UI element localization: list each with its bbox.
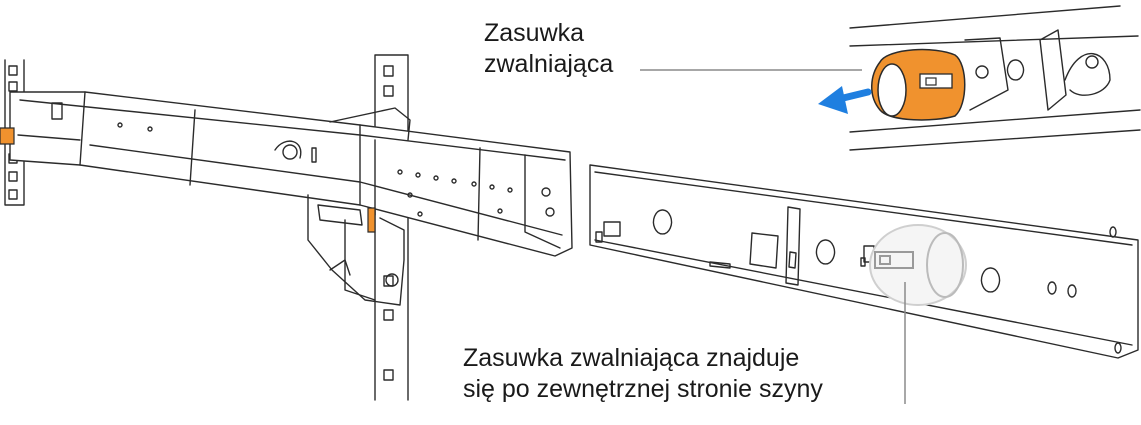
arrow-left-icon xyxy=(818,86,872,114)
ghost-latch xyxy=(869,224,967,306)
orange-tab-bracket xyxy=(367,207,376,233)
extended-rail xyxy=(9,91,573,257)
latch-detail-inset xyxy=(849,5,1141,151)
rack-post-right xyxy=(374,54,409,401)
inner-rail xyxy=(589,164,1139,359)
callout-release-latch: Zasuwka zwalniająca xyxy=(484,19,614,78)
rear-bracket xyxy=(307,194,405,306)
orange-tab-left xyxy=(0,127,15,145)
callout-latch-location: Zasuwka zwalniająca znajduje się po zewn… xyxy=(463,344,823,403)
leader-lines xyxy=(640,69,906,404)
